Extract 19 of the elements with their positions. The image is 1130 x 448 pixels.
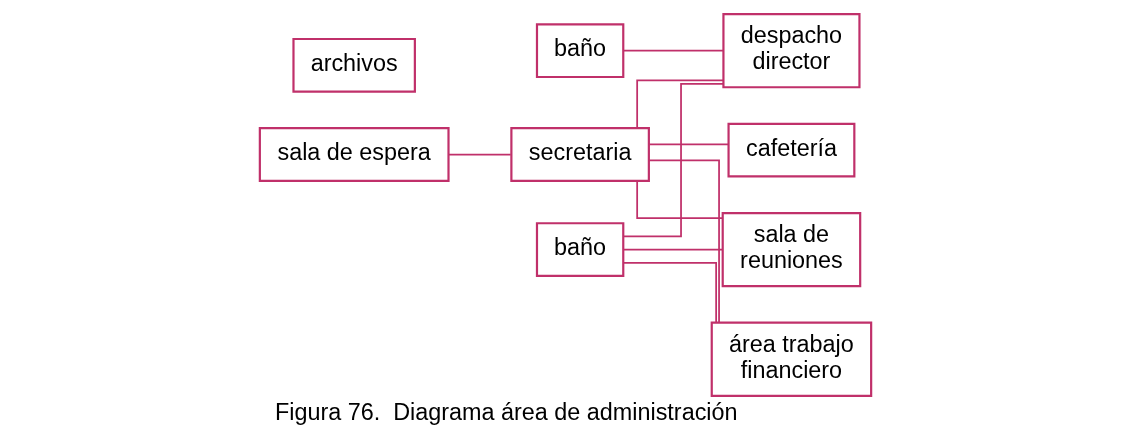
node-box: sala de espera: [258, 127, 450, 182]
connector: [622, 49, 724, 52]
connector: [647, 159, 720, 324]
node-box: baño: [535, 23, 624, 79]
connector: [635, 180, 723, 220]
connector: [647, 143, 729, 146]
connector: [447, 153, 512, 156]
caption: Figura 76. Diagrama área de administración: [274, 399, 738, 426]
node-box: área trabajo financiero: [710, 321, 872, 397]
node-box: cafetería: [726, 122, 855, 178]
connector: [635, 79, 724, 130]
connector: [622, 248, 723, 251]
connector: [622, 261, 717, 324]
node-box: despacho director: [721, 13, 861, 89]
node-box: sala de reuniones: [721, 211, 861, 288]
connector: [622, 82, 724, 238]
node-box: baño: [535, 222, 624, 277]
node-box: archivos: [291, 37, 416, 93]
node-box: secretaria: [509, 127, 650, 182]
